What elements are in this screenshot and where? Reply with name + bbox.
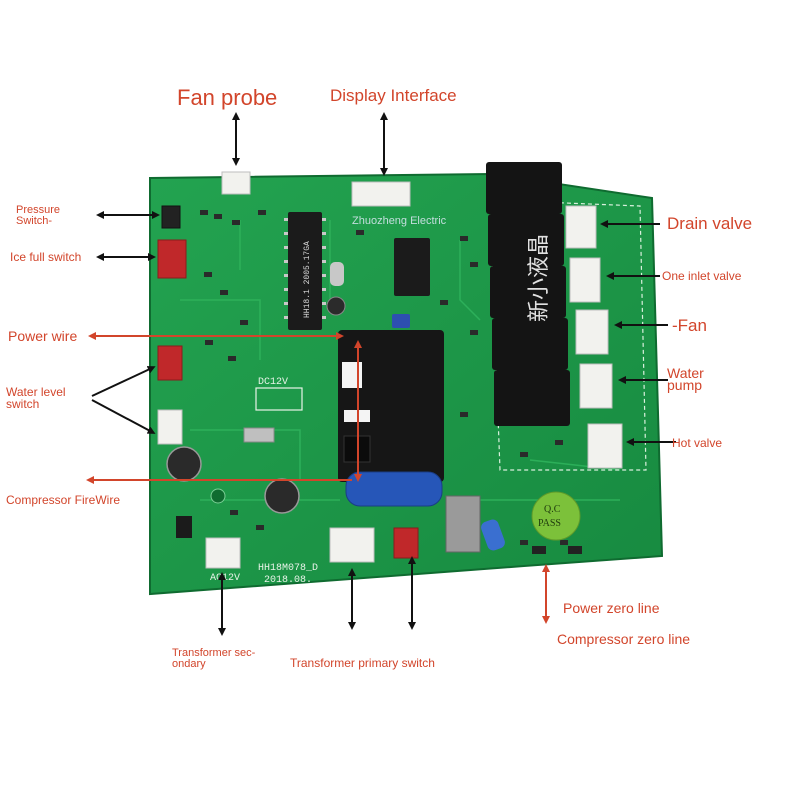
label-display-interface: Display Interface — [330, 86, 457, 105]
label-compressor-firewire: Compressor FireWire — [6, 493, 121, 507]
label-fan-probe: Fan probe — [177, 85, 278, 110]
label-one-inlet-valve: One inlet valve — [662, 269, 742, 283]
small-capacitor — [326, 296, 346, 316]
label-compressor-zero-line: Compressor zero line — [557, 631, 691, 647]
label-transformer-secondary-2: ondary — [172, 658, 206, 670]
label-power-zero-line: Power zero line — [563, 600, 660, 616]
label-power-wire: Power wire — [8, 328, 78, 344]
driver-chip — [394, 238, 430, 296]
regulator — [243, 427, 275, 443]
electrolytic-capacitor-left — [166, 446, 202, 482]
relay-3 — [490, 266, 566, 318]
ice-full-connector — [157, 239, 187, 279]
ac12v-silk: AC12V — [210, 573, 240, 584]
board-date: 2018.08. — [264, 575, 312, 586]
label-drain-valve: Drain valve — [667, 214, 753, 233]
relay-bank — [486, 162, 570, 426]
dc12v-block — [255, 387, 303, 411]
label-water-level-2: switch — [6, 397, 40, 411]
label-ice-full-switch: Ice full switch — [10, 250, 82, 264]
electrolytic-capacitor-right — [264, 478, 300, 514]
smd-components — [180, 210, 568, 545]
hot-valve-connector — [587, 423, 623, 469]
board-watermark: Zhuozheng Electric — [352, 215, 447, 227]
inlet-valve-connector — [569, 257, 601, 303]
qc-pass-sticker — [531, 491, 581, 541]
fan-probe-connector — [221, 171, 251, 195]
board-model: HH18M078_D — [258, 563, 318, 574]
transformer-primary-connector — [329, 527, 375, 563]
arrow-water-level-lower — [91, 399, 156, 434]
water-pump-connector — [579, 363, 613, 409]
callout-arrows — [86, 112, 676, 636]
relay-1 — [486, 162, 562, 214]
left-bottom-component — [176, 516, 192, 538]
ic-pins — [284, 218, 326, 319]
blue-film-capacitor — [481, 519, 505, 551]
label-transformer-primary-switch: Transformer primary switch — [290, 656, 435, 670]
pressure-switch-connector — [161, 205, 181, 229]
mounting-hole — [210, 488, 226, 504]
relay-4 — [492, 318, 568, 370]
water-level-red-connector — [157, 345, 183, 381]
water-level-white-connector — [157, 409, 183, 445]
blue-jumper — [392, 314, 410, 328]
transformer-secondary-connector — [205, 537, 241, 569]
microcontroller-chip — [288, 212, 322, 330]
ic-marking: HH18.1 2005.17GA — [303, 241, 312, 318]
label-pressure-switch-2: Switch- — [16, 215, 53, 227]
relay-5 — [494, 370, 570, 426]
dc12v-silk: DC12V — [258, 377, 288, 388]
crystal-oscillator — [330, 262, 344, 286]
qc-line-1: Q.C — [544, 504, 561, 515]
zero-line-terminal-1 — [532, 546, 546, 554]
x-capacitor — [345, 471, 443, 507]
arrow-water-level-upper — [91, 366, 156, 397]
relay-2 — [488, 214, 564, 266]
display-connector — [351, 181, 411, 207]
zero-line-terminal-2 — [568, 546, 582, 554]
label-fan: -Fan — [672, 316, 707, 335]
label-pressure-switch-1: Pressure — [16, 204, 61, 216]
drain-valve-connector — [565, 205, 597, 249]
primary-switch-red-connector — [393, 527, 419, 559]
qc-line-2: PASS — [538, 518, 561, 529]
pcb-silk-outline — [489, 199, 647, 471]
label-water-level-1: Water level — [6, 385, 66, 399]
varistor-block — [445, 495, 481, 553]
fan-connector — [575, 309, 609, 355]
label-hot-valve: Hot valve — [672, 436, 723, 450]
label-transformer-secondary-1: Transformer sec- — [172, 647, 256, 659]
relay-chinese-text: 新小液晶 — [527, 234, 552, 322]
label-water-pump-2: pump — [667, 377, 703, 393]
label-water-pump-1: Water — [667, 365, 704, 381]
